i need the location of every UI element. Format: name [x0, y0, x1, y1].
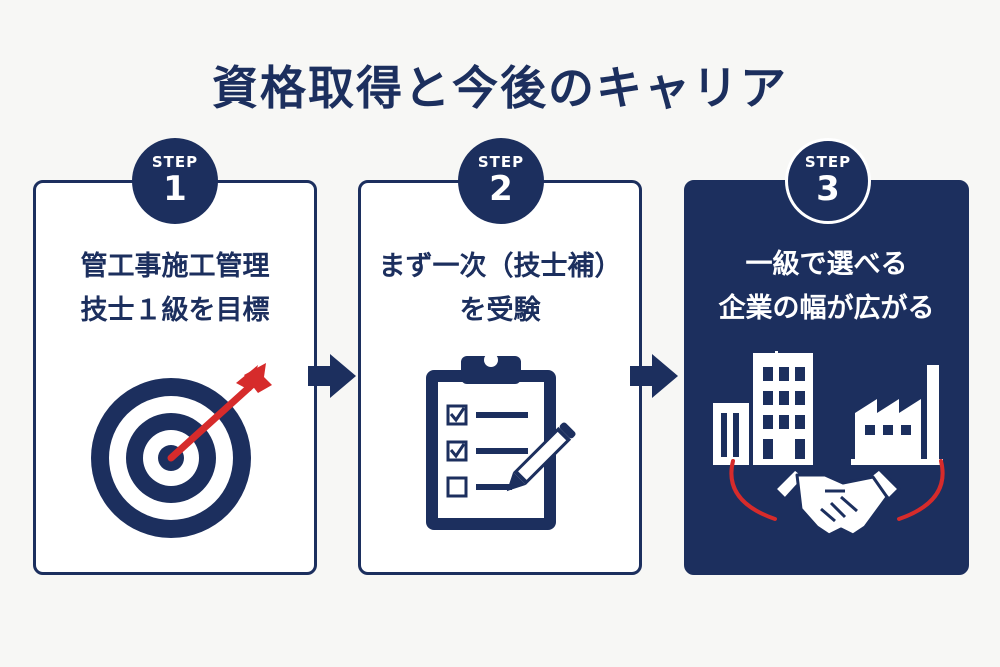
target-icon	[86, 363, 286, 547]
step-2-badge: STEP 2	[458, 138, 544, 224]
step-3-number: 3	[816, 169, 840, 209]
step-3-line-2: 企業の幅が広がる	[718, 293, 935, 324]
step-2-label: STEP	[477, 153, 525, 171]
step-card-3: 一級で選べる 企業の幅が広がる	[684, 180, 969, 575]
step-1-label: STEP	[151, 153, 199, 171]
factory-icon	[851, 365, 943, 465]
step-1-text: 管工事施工管理 技士１級を目標	[36, 245, 314, 333]
step-1-badge: STEP 1	[132, 138, 218, 224]
arrow-right-icon	[308, 352, 360, 404]
step-1-line-2: 技士１級を目標	[80, 295, 270, 326]
step-2-number: 2	[489, 169, 513, 209]
step-3-line-1: 一級で選べる	[745, 249, 908, 280]
page-title: 資格取得と今後のキャリア	[212, 61, 788, 115]
step-3-text: 一級で選べる 企業の幅が広がる	[687, 243, 966, 331]
step-3-badge: STEP 3	[785, 138, 871, 224]
handshake-icon	[773, 467, 901, 537]
step-2-text: まず一次（技士補） を受験	[361, 245, 639, 333]
step-1-line-1: 管工事施工管理	[80, 251, 270, 282]
step-card-2: まず一次（技士補） を受験	[358, 180, 642, 575]
step-3-label: STEP	[804, 153, 852, 171]
buildings-handshake-icon	[705, 345, 955, 570]
step-card-1: 管工事施工管理 技士１級を目標	[33, 180, 317, 575]
step-2-line-2: を受験	[459, 295, 541, 326]
step-2-line-1: まず一次（技士補）	[378, 251, 622, 282]
clipboard-checklist-icon	[416, 348, 596, 542]
step-1-number: 1	[163, 169, 187, 209]
arrow-right-icon	[630, 352, 682, 404]
